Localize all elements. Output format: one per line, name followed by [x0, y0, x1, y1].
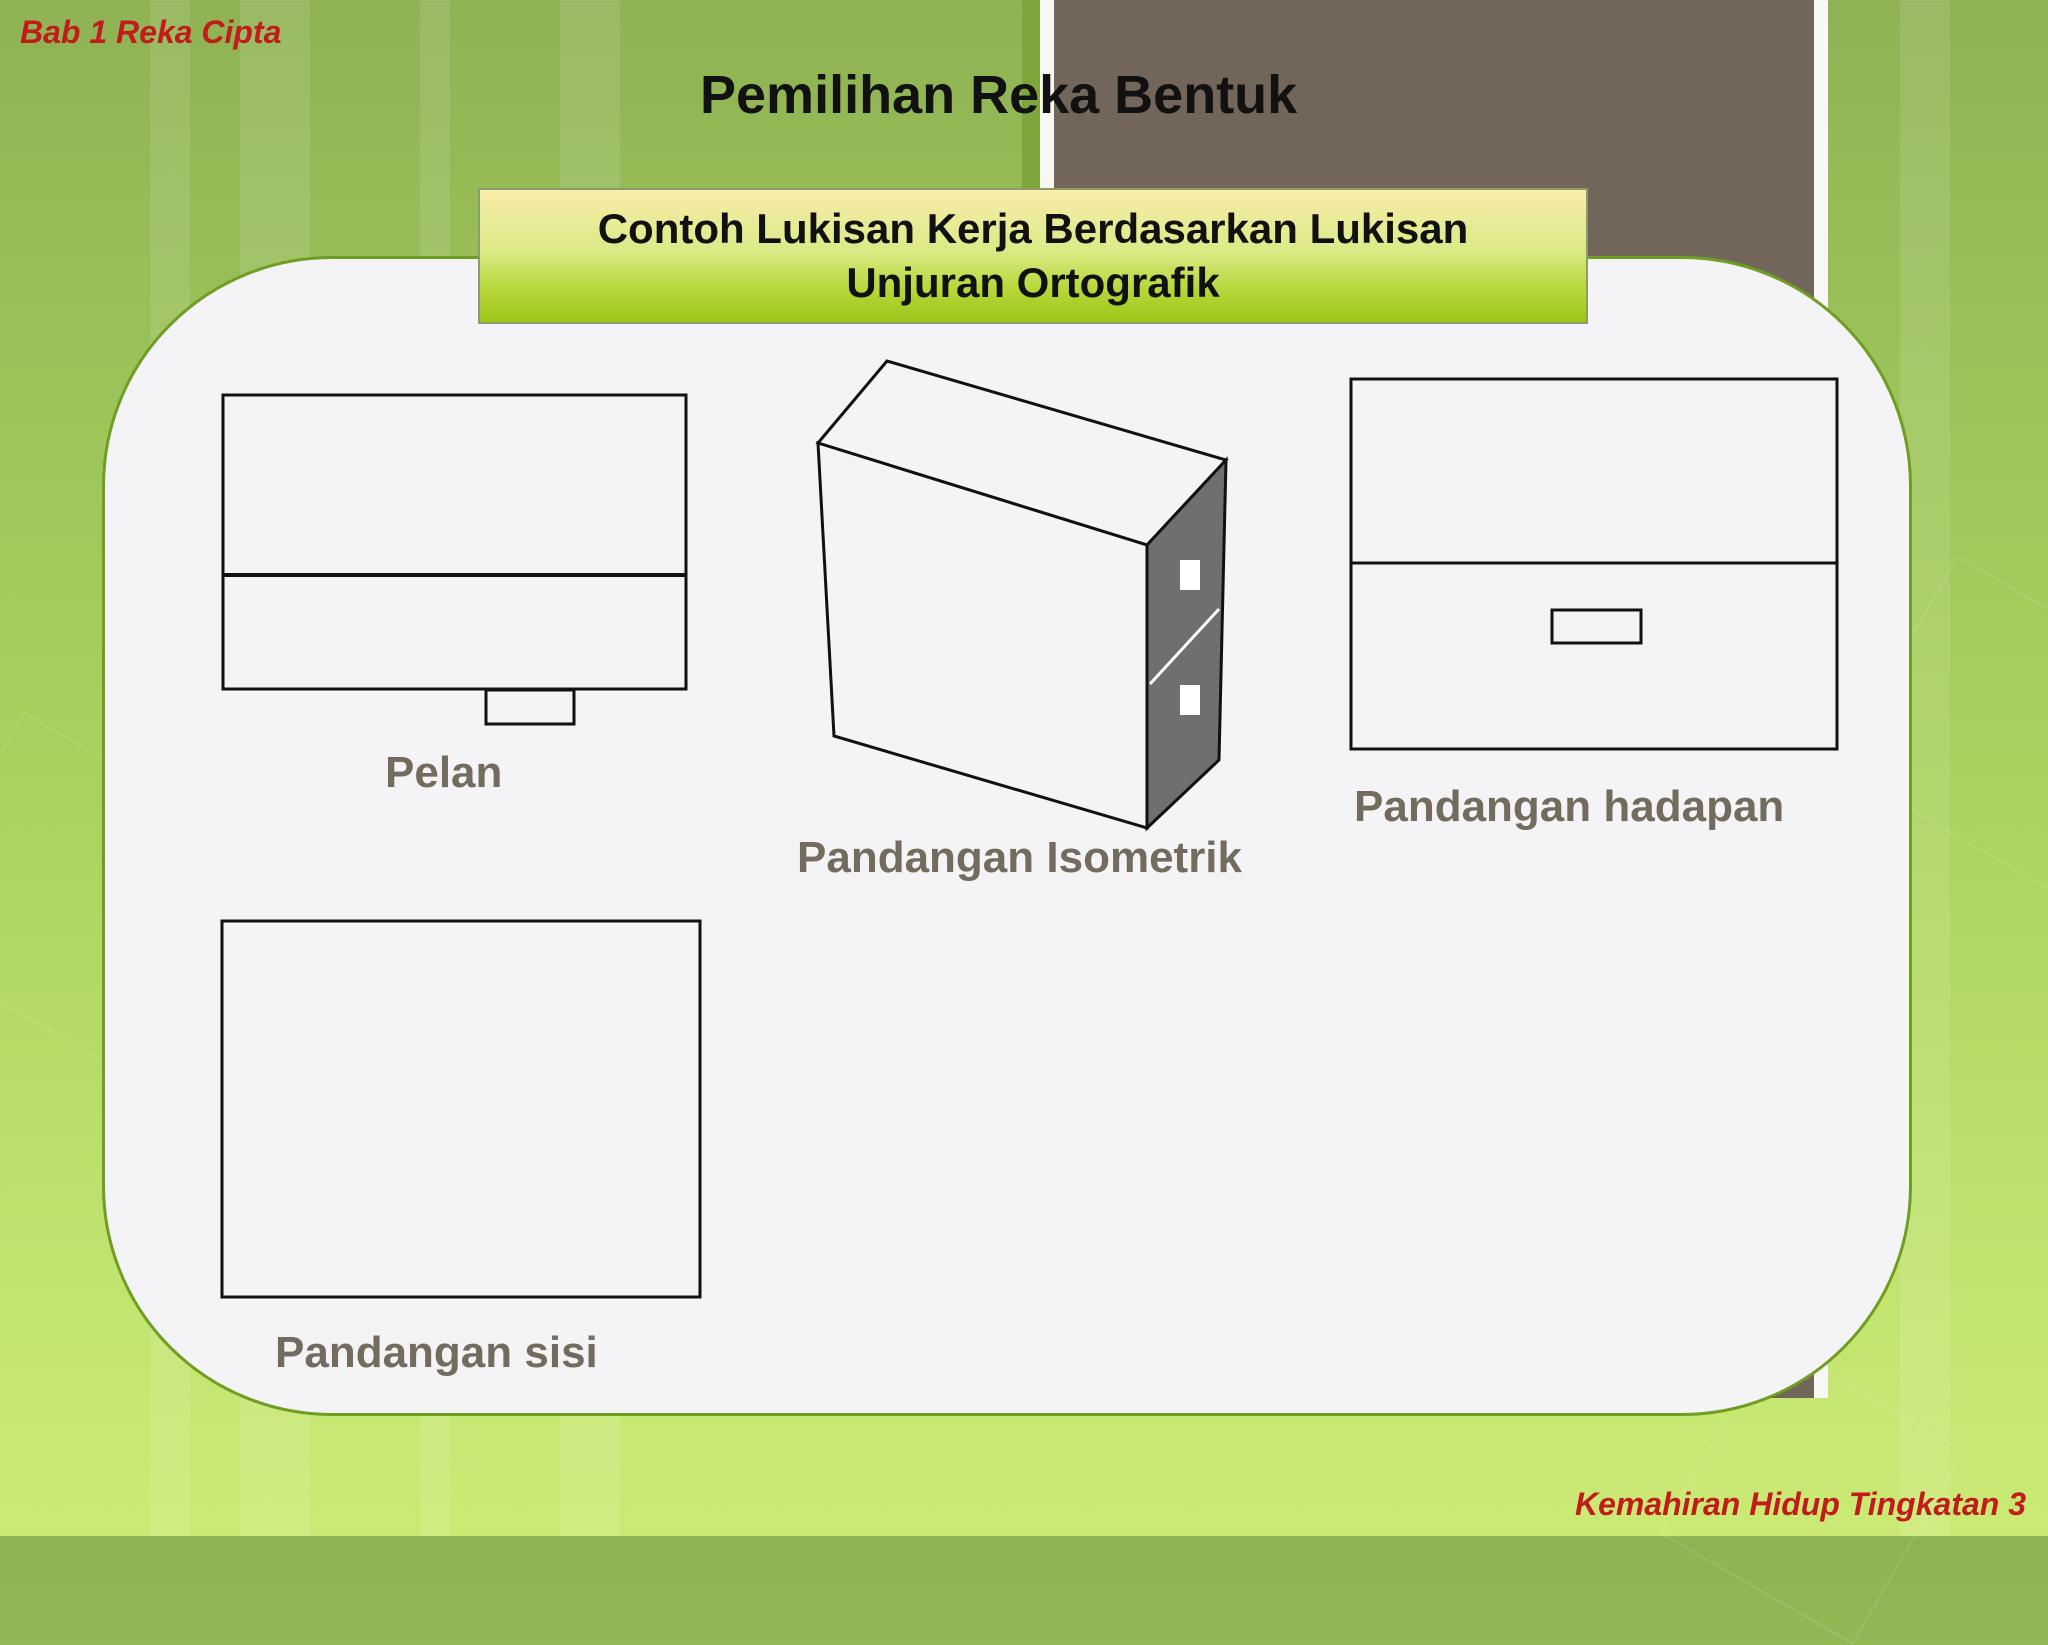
isometric-view-drawing: [815, 359, 1229, 832]
orthographic-drawing: [220, 359, 1839, 1299]
iso-drawer-split: [1148, 607, 1221, 686]
iso-handle-top: [1180, 560, 1200, 590]
panel-green-edge: [1022, 0, 1042, 190]
subtitle-line-2: Unjuran Ortografik: [846, 259, 1220, 306]
subtitle-line-1: Contoh Lukisan Kerja Berdasarkan Lukisan: [597, 205, 1469, 252]
side-outline: [220, 919, 702, 1299]
plan-outline: [221, 393, 688, 691]
front-view-label: Pandangan hadapan: [1354, 782, 1785, 831]
subtitle-box: Contoh Lukisan Kerja Berdasarkan Lukisan…: [478, 188, 1588, 324]
isometric-label: Pandangan Isometrik: [797, 833, 1243, 882]
front-handle: [1550, 608, 1643, 645]
plan-handle: [484, 688, 576, 726]
plan-label: Pelan: [385, 748, 503, 797]
iso-handle-bottom: [1180, 685, 1200, 715]
chapter-label: Bab 1 Reka Cipta: [20, 14, 282, 50]
front-view-drawing: [1349, 377, 1839, 751]
plan-view-drawing: [221, 393, 688, 726]
footer-course-label: Kemahiran Hidup Tingkatan 3: [1574, 1486, 2026, 1522]
side-view-drawing: [220, 919, 702, 1299]
slide-title: Pemilihan Reka Bentuk: [700, 65, 1298, 125]
side-view-label: Pandangan sisi: [275, 1328, 598, 1377]
